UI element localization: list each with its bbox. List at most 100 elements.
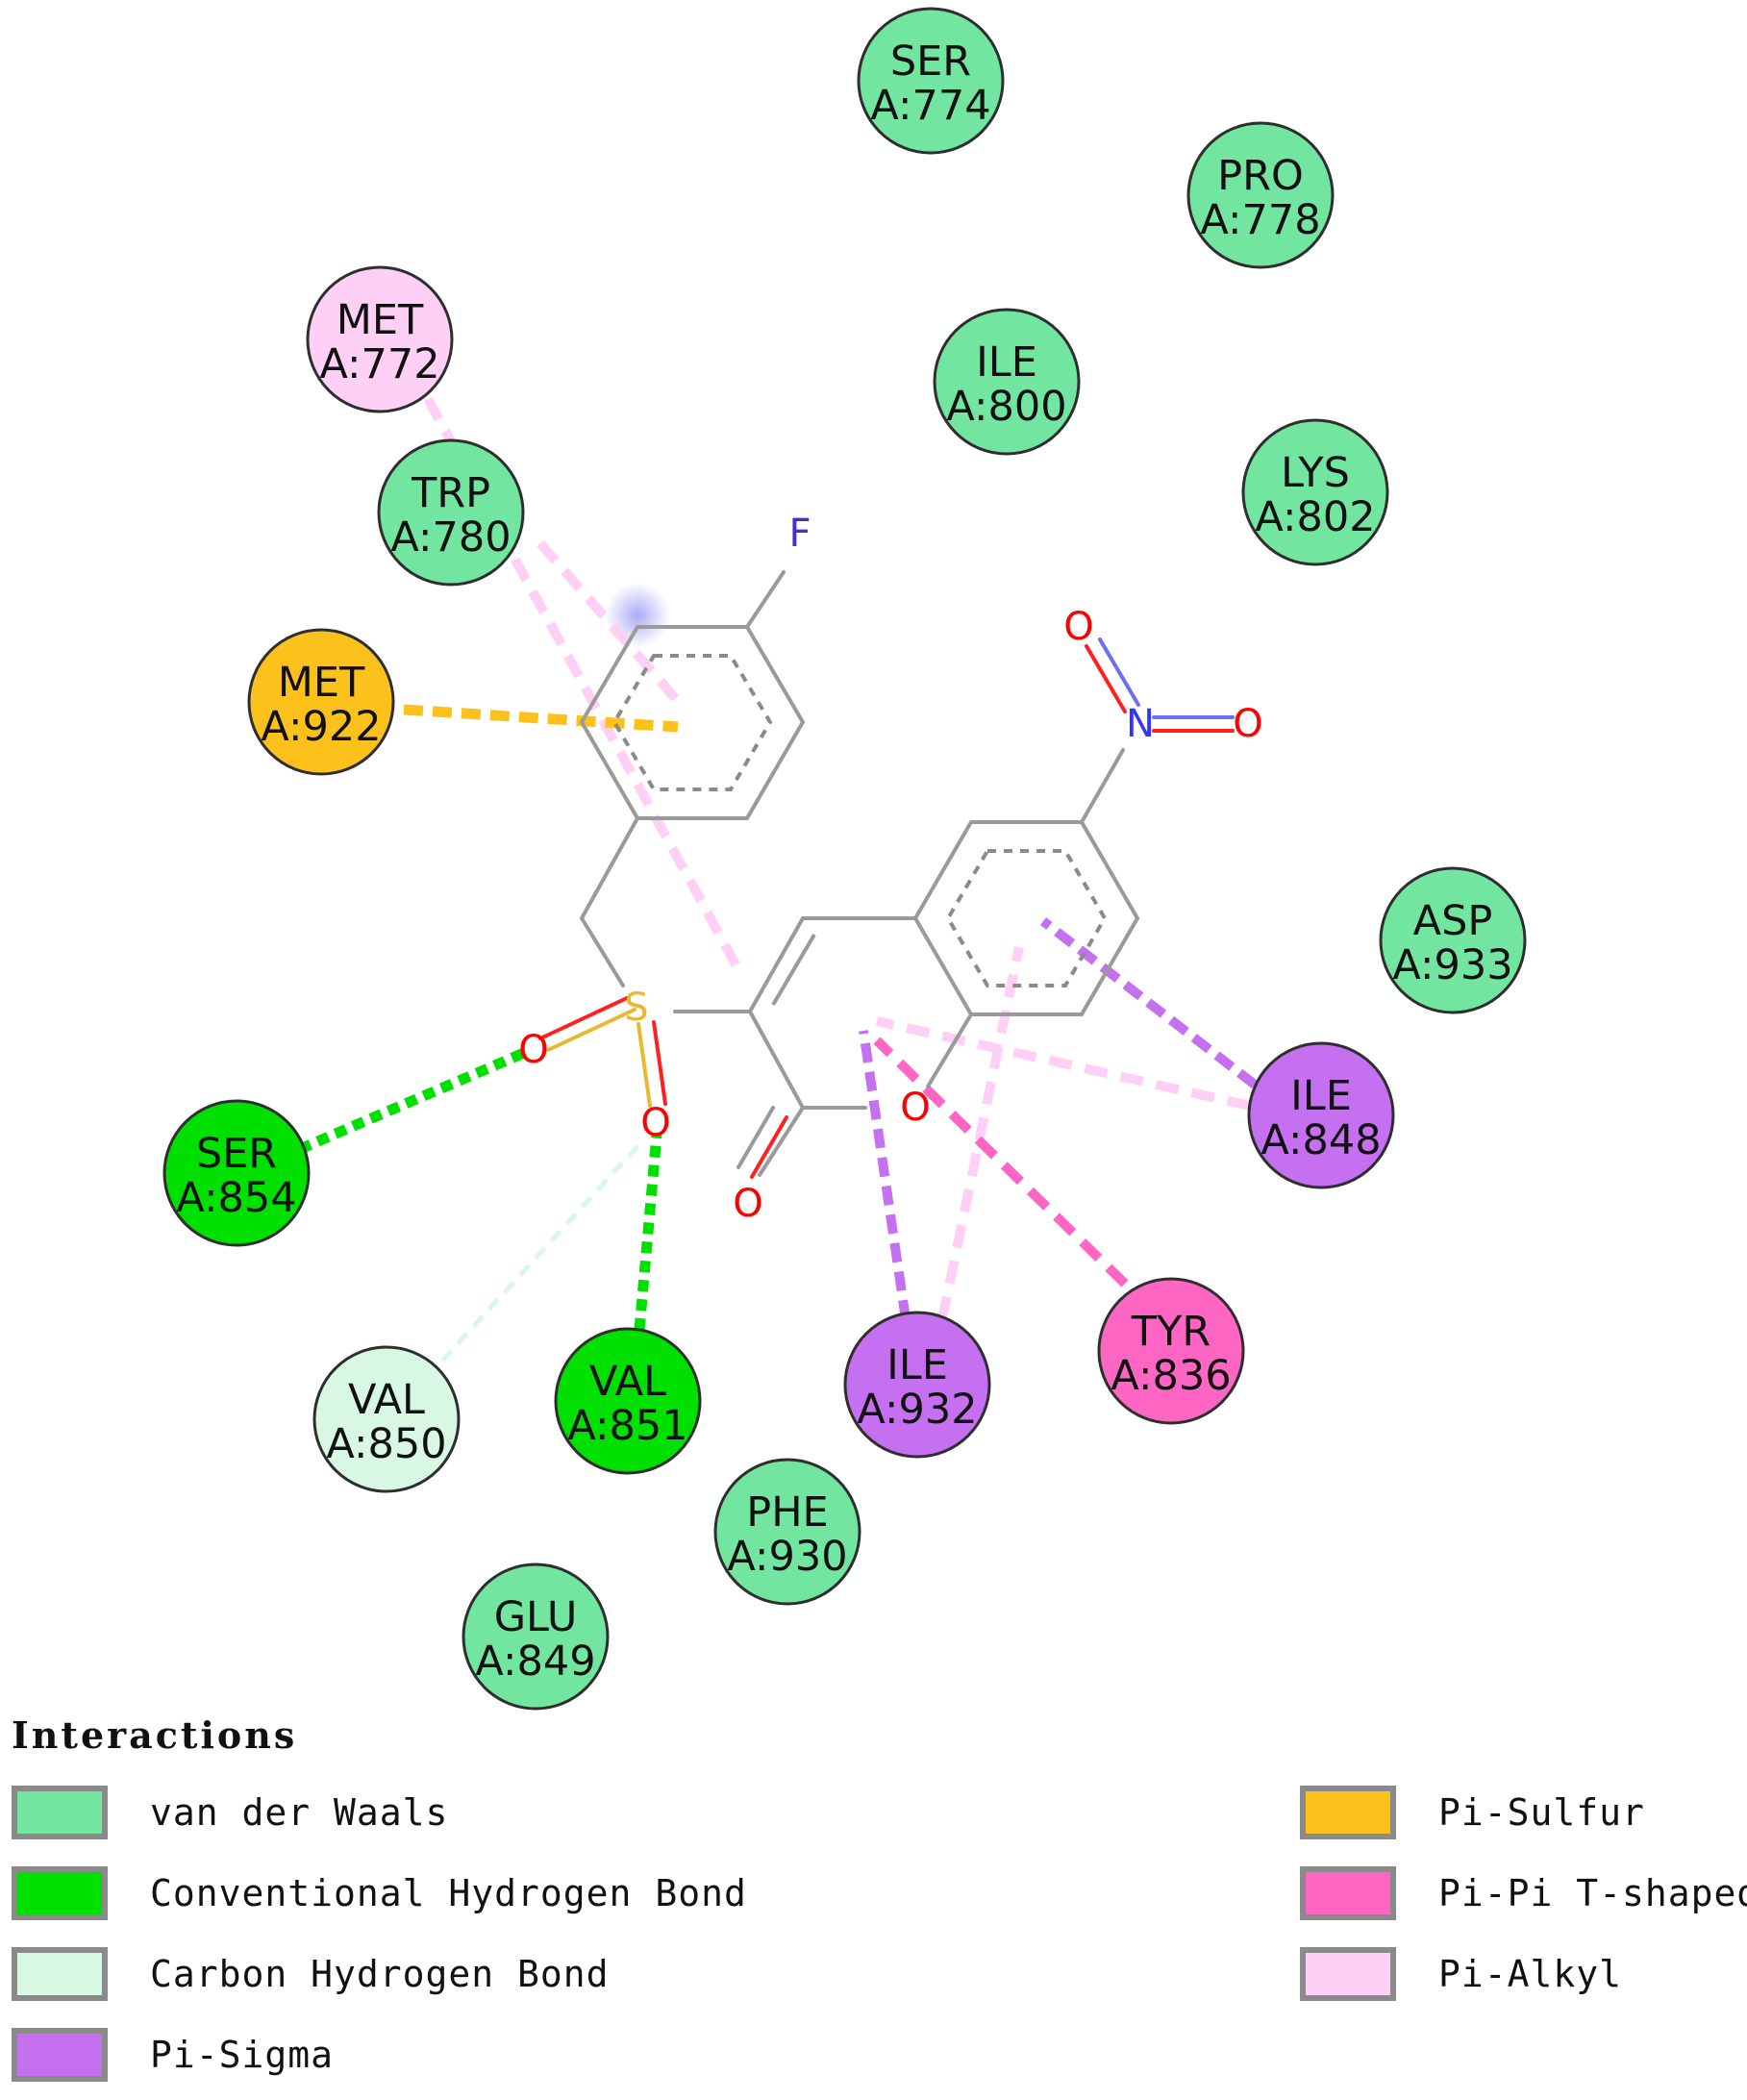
legend-label-conventional-hbond: Conventional Hydrogen Bond	[150, 1872, 747, 1914]
residue-number-lys-802: A:802	[1255, 493, 1375, 541]
residue-name-val-850: VAL	[348, 1376, 425, 1424]
bond-carbonyl-double-a	[750, 1115, 788, 1179]
fluorobenzene-aromatic	[611, 654, 773, 791]
bond-s-o-left-a	[546, 1008, 636, 1052]
residue-disc-met-772	[306, 265, 454, 413]
legend-item-pi-sulfur: Pi-Sulfur	[1300, 1783, 1645, 1842]
residue-disc-glu-849	[462, 1562, 610, 1711]
bond-s-o-bottom-b	[652, 1020, 667, 1106]
residue-name-trp-780: TRP	[411, 469, 490, 517]
bond-s-o-bottom-a	[636, 1022, 652, 1108]
residue-number-ile-932: A:932	[857, 1386, 977, 1434]
residue-name-tyr-836: TYR	[1131, 1308, 1210, 1356]
bond-ch2-sulfur	[580, 916, 625, 988]
legend-swatch-carbon-hbond	[12, 1947, 108, 2001]
benzo-ring	[912, 820, 1140, 1016]
residue-number-pro-778: A:778	[1200, 196, 1320, 244]
bond-n-o-top-a	[1085, 644, 1127, 713]
residue-number-ile-800: A:800	[946, 383, 1066, 431]
bond-c3-c4	[748, 916, 805, 1013]
residue-disc-met-922	[247, 628, 395, 776]
interaction-pisigma-ile-932	[859, 1030, 911, 1320]
residue-disc-val-851	[554, 1327, 702, 1475]
residue-number-trp-780: A:780	[390, 513, 511, 562]
residue-name-ile-800: ILE	[976, 338, 1037, 387]
legend-item-pi-sigma: Pi-Sigma	[12, 2025, 334, 2085]
residue-disc-lys-802	[1241, 418, 1389, 566]
residue-number-ser-854: A:854	[176, 1174, 296, 1222]
legend-item-van-der-waals: van der Waals	[12, 1783, 448, 1842]
legend-label-pi-sulfur: Pi-Sulfur	[1438, 1791, 1645, 1834]
bond-ring-nitro	[1080, 748, 1125, 824]
legend-item-pi-pi-t-shaped: Pi-Pi T-shaped	[1300, 1863, 1747, 1923]
residue-disc-phe-930	[713, 1458, 861, 1606]
residue-name-ile-932: ILE	[886, 1341, 948, 1389]
bond-c2-carbonyl	[758, 1106, 805, 1177]
residue-number-met-772: A:772	[319, 340, 439, 388]
residue-disc-ser-854	[162, 1099, 311, 1247]
interaction-hbond-val-851	[634, 1134, 662, 1331]
legend-item-conventional-hbond: Conventional Hydrogen Bond	[12, 1863, 747, 1923]
interaction-chbond-val-850	[440, 1142, 641, 1362]
interaction-pisulfur-met-922	[403, 704, 679, 733]
atom-oxygen-nitro-top: O	[1063, 605, 1093, 649]
atom-oxygen-sulfonyl-left: O	[518, 1028, 548, 1072]
bond-n-o-top-b	[1098, 638, 1140, 707]
residue-disc-ile-932	[843, 1311, 991, 1459]
interaction-lines	[297, 396, 1259, 1362]
bond-s-o-left-b	[538, 996, 629, 1040]
residue-number-asp-933: A:933	[1392, 941, 1512, 989]
residue-name-phe-930: PHE	[746, 1488, 828, 1537]
interaction-pipi-tyr-836	[873, 1037, 1129, 1288]
atom-oxygen-sulfonyl-bottom: O	[640, 1101, 670, 1145]
residue-name-ser-854: SER	[196, 1130, 277, 1178]
residue-number-met-922: A:922	[261, 703, 381, 751]
residue-name-asp-933: ASP	[1413, 897, 1493, 945]
legend-item-carbon-hbond: Carbon Hydrogen Bond	[12, 1944, 610, 2004]
residue-name-lys-802: LYS	[1281, 449, 1350, 497]
bond-ring-fluorine	[745, 570, 786, 629]
residue-disc-ile-800	[933, 308, 1081, 456]
residue-number-phe-930: A:930	[727, 1533, 847, 1581]
residue-name-ser-774: SER	[890, 38, 971, 86]
residue-disc-trp-780	[377, 438, 525, 587]
residue-name-ile-848: ILE	[1290, 1072, 1352, 1120]
double-bond-c3-c4	[771, 933, 816, 1007]
residue-number-val-851: A:851	[567, 1402, 687, 1450]
residue-number-ser-774: A:774	[870, 82, 990, 130]
legend-item-pi-alkyl: Pi-Alkyl	[1300, 1944, 1622, 2004]
legend: Interactions van der Waals Conventional …	[0, 1702, 1747, 2100]
atom-sulfur: S	[624, 986, 648, 1030]
residue-disc-val-850	[312, 1345, 461, 1493]
residue-name-val-851: VAL	[589, 1358, 666, 1406]
legend-swatch-pi-sulfur	[1300, 1786, 1396, 1839]
bond-o1-c8a	[926, 1012, 973, 1088]
residue-name-met-772: MET	[337, 296, 424, 344]
atom-nitrogen: N	[1126, 702, 1155, 746]
interaction-pialkyl-ile-848	[875, 1016, 1252, 1111]
ligand-structure: F N O O S O O O O	[518, 512, 1262, 1226]
residue-disc-asp-933	[1379, 866, 1527, 1014]
atom-oxygen-carbonyl: O	[733, 1182, 762, 1226]
legend-label-pi-sigma: Pi-Sigma	[150, 2034, 335, 2076]
residue-disc-ser-774	[857, 7, 1005, 155]
legend-label-carbon-hbond: Carbon Hydrogen Bond	[150, 1953, 610, 1995]
legend-swatch-conventional-hbond	[12, 1866, 108, 1920]
interaction-hbond-ser-854	[297, 1047, 527, 1155]
bond-c3-c2	[748, 1010, 805, 1110]
legend-title: Interactions	[12, 1713, 298, 1757]
legend-swatch-pi-pi-t-shaped	[1300, 1866, 1396, 1920]
legend-swatch-pi-sigma	[12, 2028, 108, 2082]
residue-number-val-850: A:850	[326, 1420, 446, 1468]
